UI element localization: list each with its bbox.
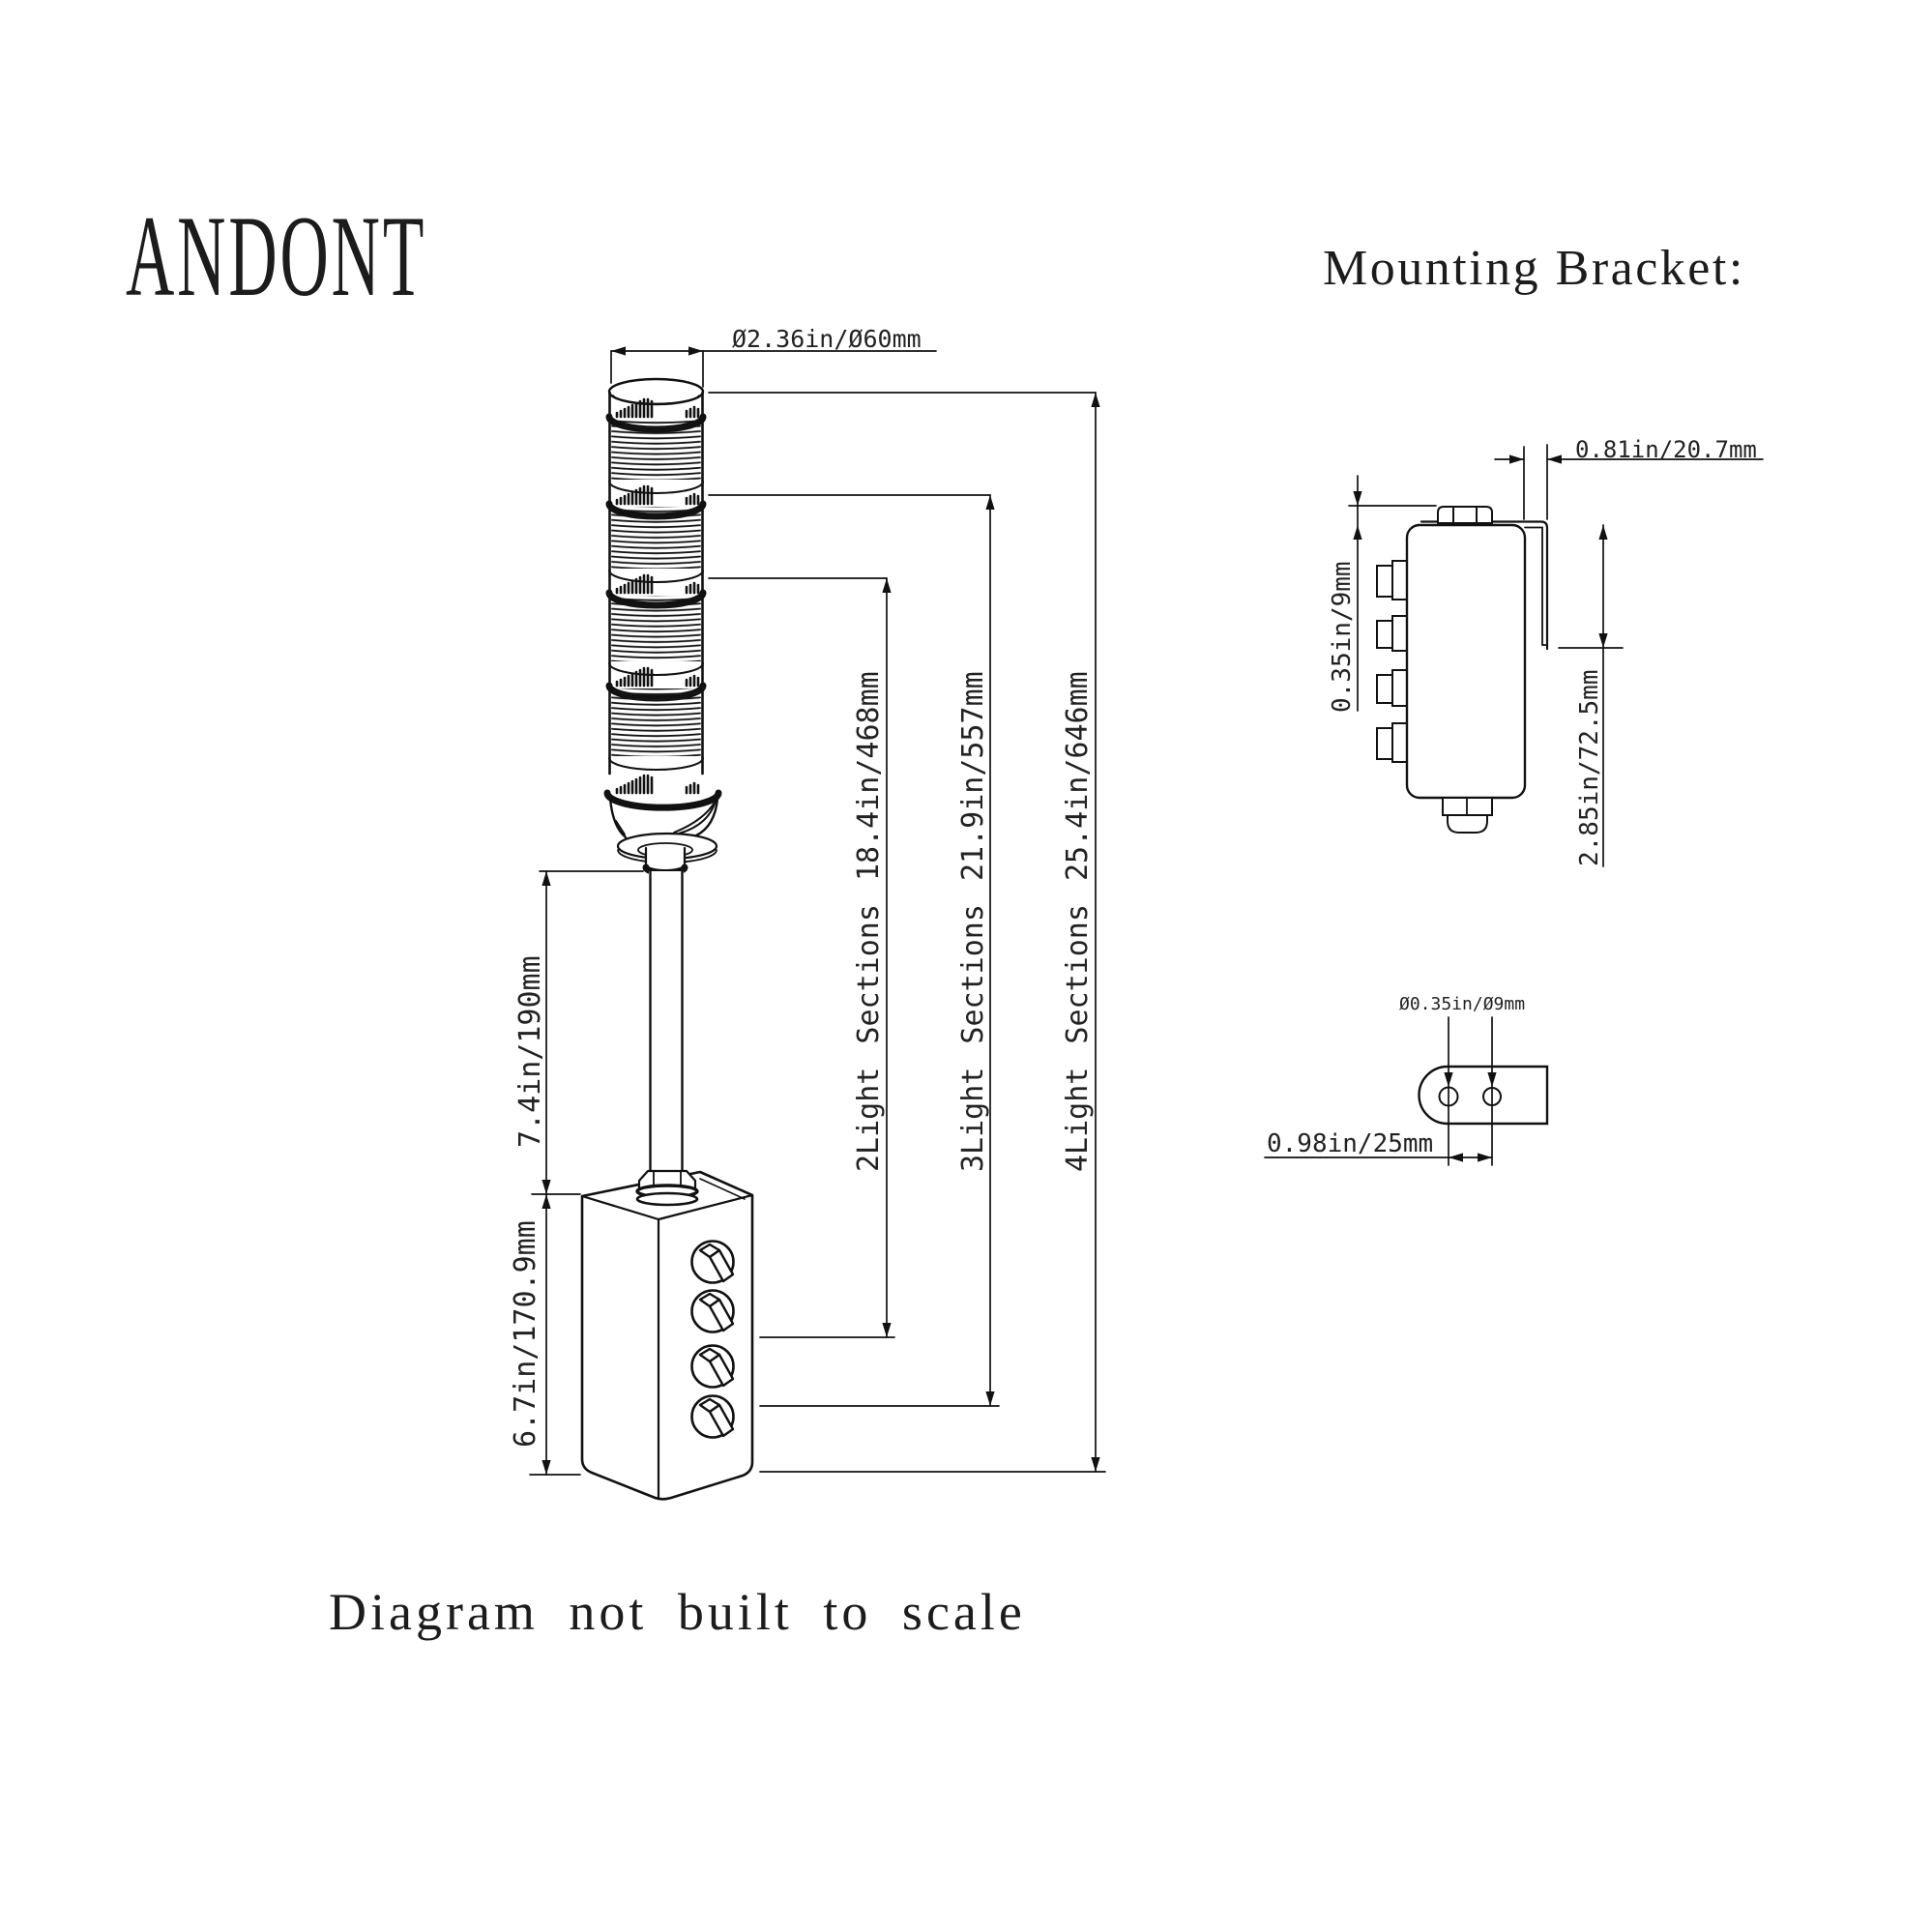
bracket-bottom-view [1264,1016,1549,1166]
bracket-top-offset-dim: 0.81in/20.7mm [1575,436,1757,463]
pole-hex-nut [635,1169,699,1207]
bracket-hole-diameter-dim: Ø0.35in/Ø9mm [1399,994,1526,1014]
bracket-hole-spacing-dim: 0.98in/25mm [1267,1129,1434,1158]
bracket-side-dims [1348,444,1764,867]
tower-diameter-dim: Ø2.36in/Ø60mm [732,325,922,353]
tower-pole [649,869,684,1173]
signal-tower [603,377,722,1173]
pole-height-dim: 7.4in/190mm [513,955,547,1148]
two-light-sections-dim: 2Light Sections 18.4in/468mm [852,671,886,1172]
bracket-nut-height-dim: 0.35in/9mm [1328,561,1357,713]
brand-title: ANDONT [126,191,427,320]
bracket-side-view [1348,444,1764,867]
terminal-box [580,1169,754,1501]
mounting-bracket-heading: Mounting Bracket: [1323,241,1745,296]
four-light-sections-dim: 4Light Sections 25.4in/646mm [1061,671,1095,1172]
bracket-bottom-dims [1264,1016,1498,1166]
bracket-plate-height-dim: 2.85in/72.5mm [1575,669,1604,867]
connector-tabs [1376,560,1410,763]
three-light-sections-dim: 3Light Sections 21.9in/557mm [956,671,990,1172]
dimension-linework-main [529,345,1106,1476]
bracket-nut [1437,506,1493,524]
base-height-dim: 6.7in/170.9mm [509,1220,542,1448]
scale-footnote: Diagram not built to scale [329,1583,1026,1641]
